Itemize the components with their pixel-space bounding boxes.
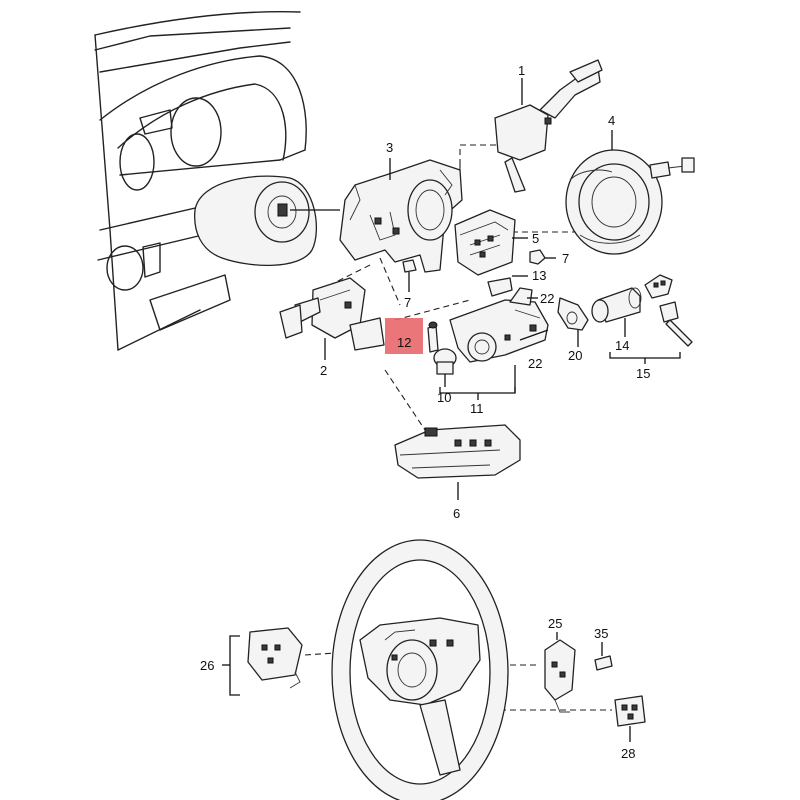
label-20: 20 — [568, 348, 582, 363]
part-11-lock-housing — [449, 287, 549, 363]
part-10-switch — [433, 348, 457, 387]
part-28-button-panel — [614, 695, 646, 742]
part-5-control-unit — [454, 209, 528, 276]
label-2: 2 — [320, 363, 327, 378]
part-2-light-switch — [279, 277, 385, 360]
label-7-left: 7 — [404, 295, 411, 310]
part-12-screw — [427, 321, 439, 353]
label-25: 25 — [548, 616, 562, 631]
part-6-control-module — [394, 424, 521, 500]
label-28: 28 — [621, 746, 635, 761]
label-5: 5 — [532, 231, 539, 246]
part-4-clock-spring — [565, 130, 695, 255]
part-1-wiper-stalk — [494, 59, 603, 193]
part-7-screws — [402, 249, 556, 292]
part-20-bracket — [557, 297, 589, 347]
label-3: 3 — [386, 140, 393, 155]
part-25-switch-module — [544, 632, 576, 713]
label-35: 35 — [594, 626, 608, 641]
label-11: 11 — [470, 401, 484, 416]
label-6: 6 — [453, 506, 460, 521]
column-hub — [194, 175, 340, 267]
part-3-switch-housing — [339, 158, 463, 273]
part-13-clip — [487, 275, 528, 297]
part-labels: 1 2 3 4 5 6 7 7 10 11 12 13 14 15 20 22 … — [200, 63, 650, 761]
label-13: 13 — [532, 268, 546, 283]
label-22-lower: 22 — [528, 356, 542, 371]
label-26: 26 — [200, 658, 214, 673]
part-26-button-panel — [222, 627, 303, 696]
label-4: 4 — [608, 113, 615, 128]
part-35-bolt — [594, 642, 613, 671]
label-12: 12 — [397, 335, 411, 350]
label-22-upper: 22 — [540, 291, 554, 306]
label-10: 10 — [437, 390, 451, 405]
label-15: 15 — [636, 366, 650, 381]
steering-wheel — [331, 539, 509, 800]
label-1: 1 — [518, 63, 525, 78]
part-14-lock-cylinder — [591, 287, 642, 337]
label-14: 14 — [615, 338, 629, 353]
group-brackets — [439, 352, 681, 400]
keys — [644, 274, 693, 347]
label-7-right: 7 — [562, 251, 569, 266]
highlight-box-12 — [385, 318, 423, 354]
dashboard-outline — [94, 11, 307, 351]
